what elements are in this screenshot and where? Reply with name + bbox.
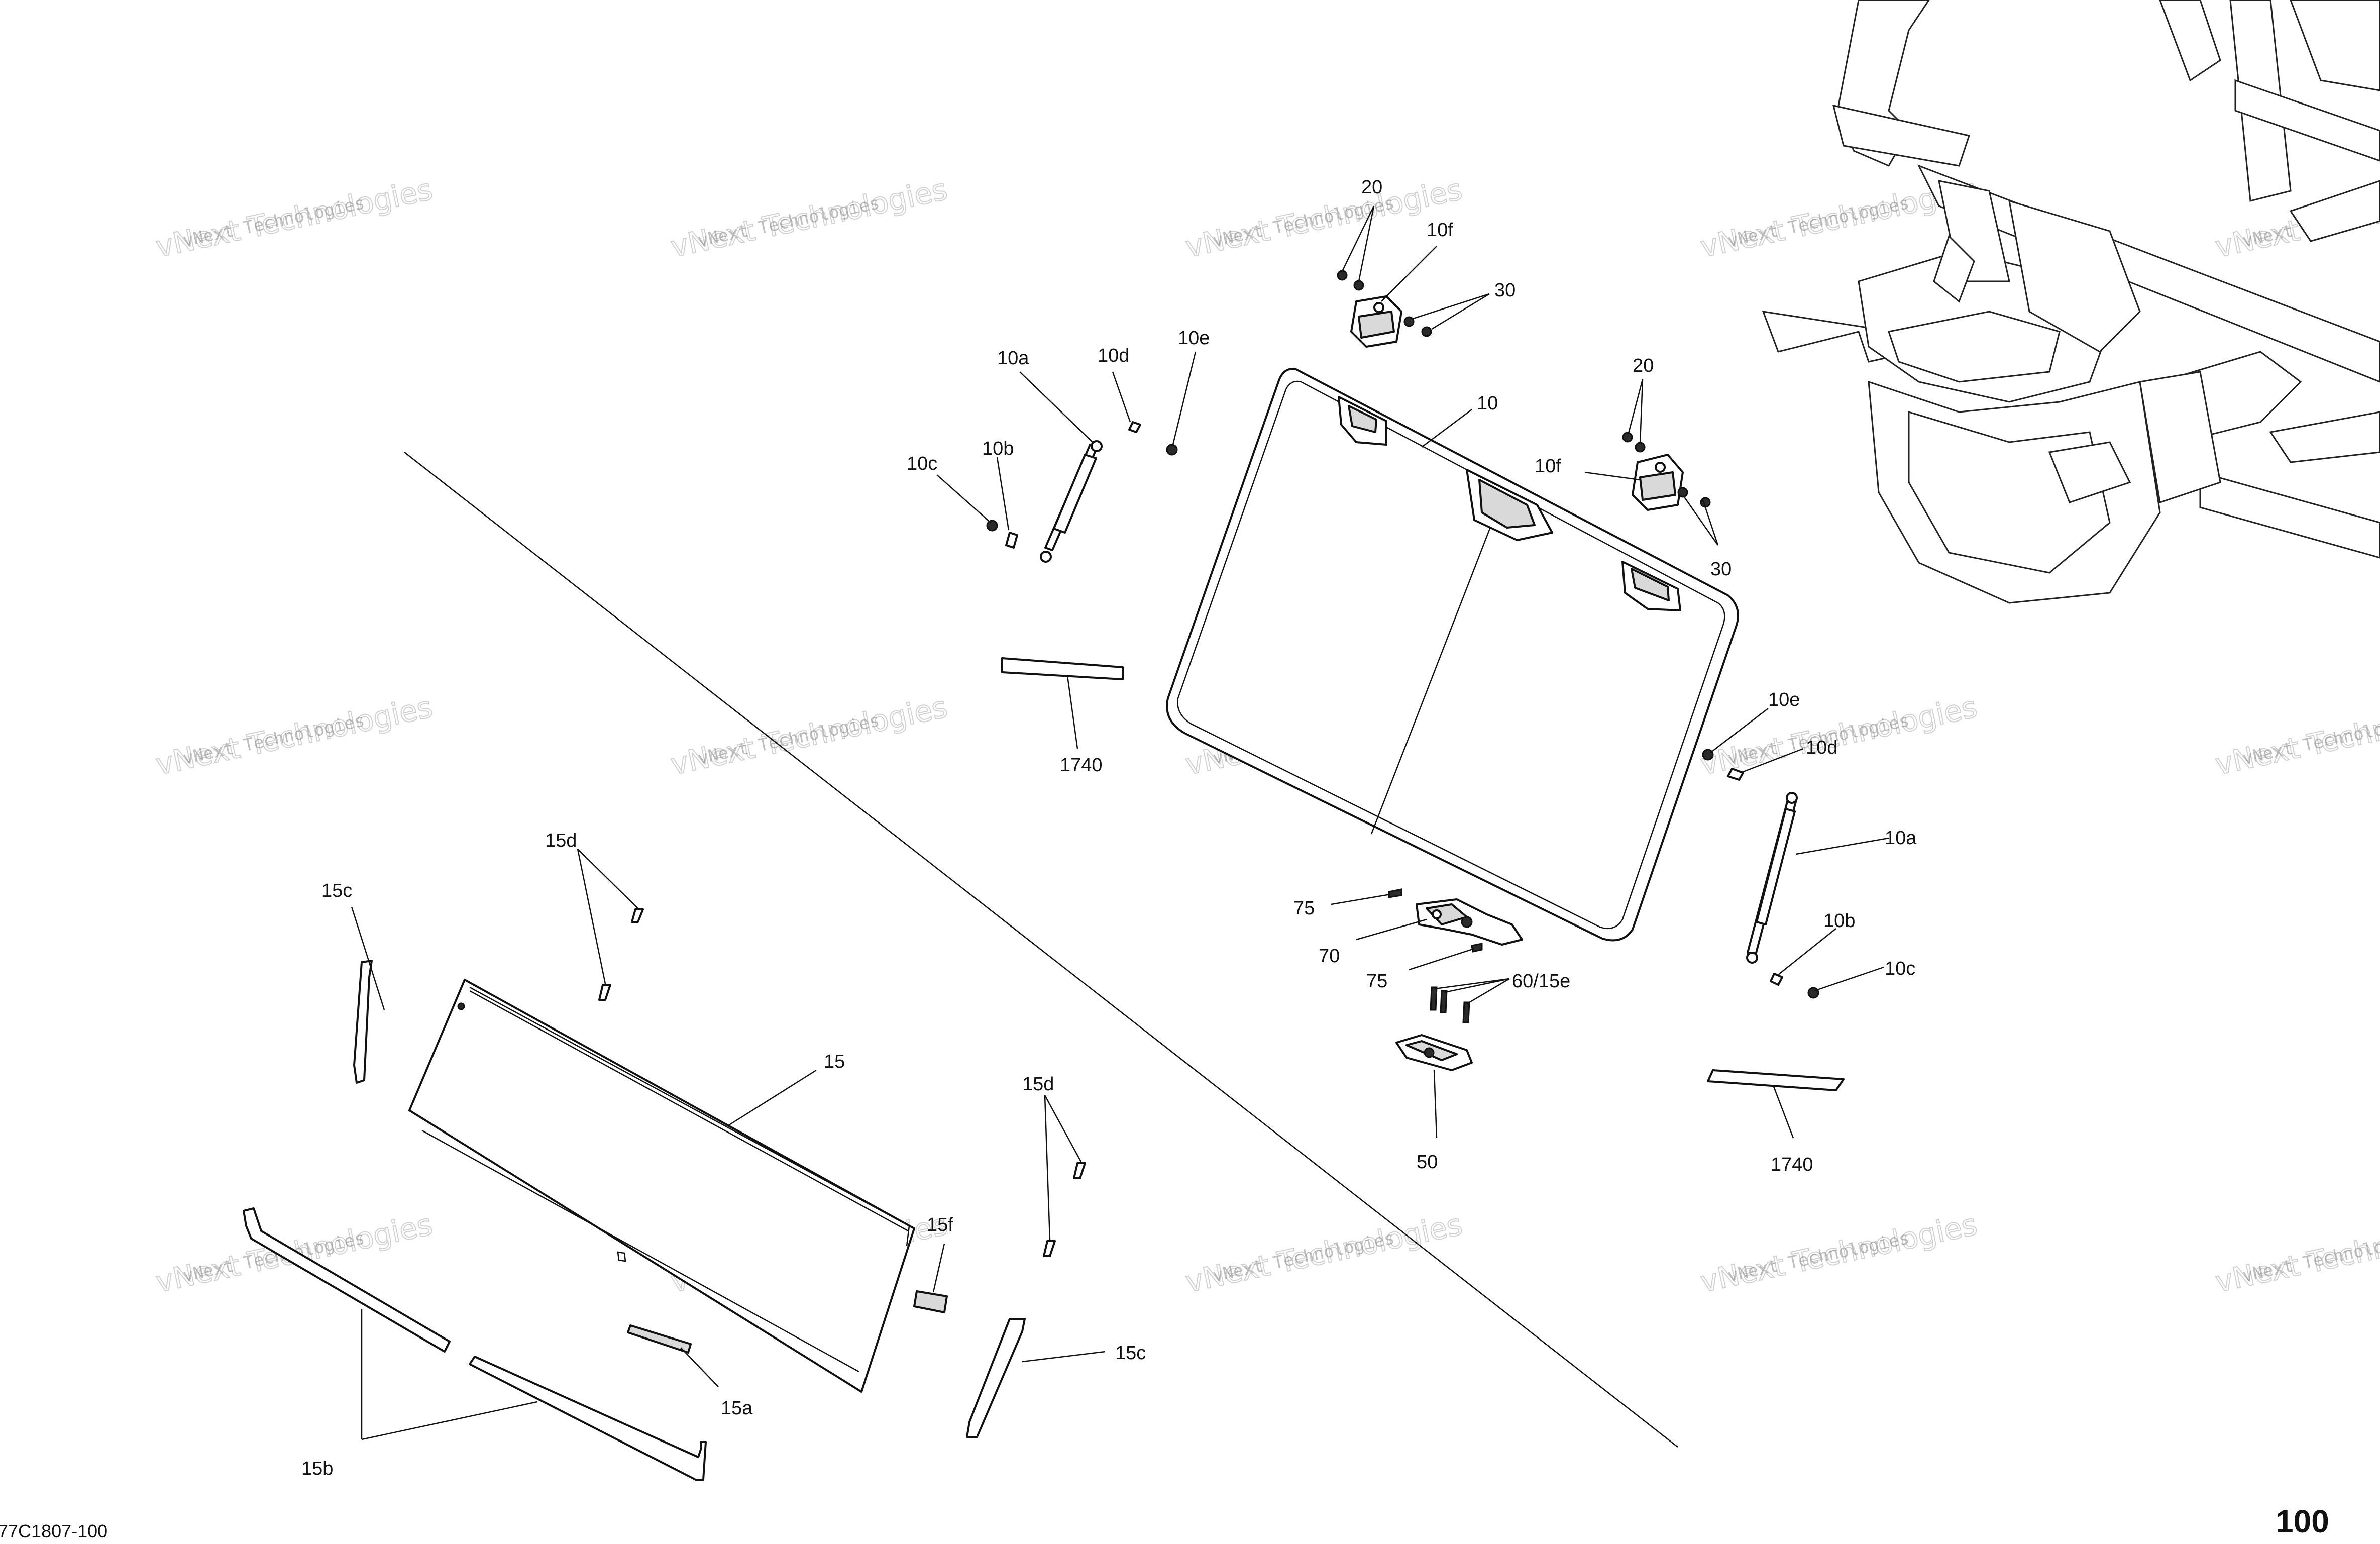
handle-grip [627, 1324, 692, 1354]
lower-window-panel [408, 979, 915, 1393]
callout-30-top: 30 [1494, 280, 1516, 301]
callout-15: 15 [824, 1051, 845, 1072]
callout-10f-right: 10f [1535, 456, 1561, 477]
nut-icon [1403, 316, 1415, 327]
callout-60-15e: 60/15e [1512, 971, 1570, 992]
screw-icon [1462, 1001, 1470, 1023]
nut-icon [1677, 487, 1688, 498]
callout-10f-top: 10f [1427, 220, 1453, 241]
bolt-icon [1635, 442, 1646, 453]
bracket-15f [913, 1290, 948, 1313]
bolt-icon [1622, 432, 1633, 443]
hinge-top [1337, 270, 1432, 348]
callout-15b: 15b [301, 1458, 333, 1479]
nut-icon [1421, 326, 1432, 337]
weather-strip-right [1707, 1069, 1845, 1091]
callout-10b-right: 10b [1823, 910, 1855, 932]
callout-10b-left: 10b [982, 438, 1014, 459]
latch-assembly [1388, 888, 1523, 1023]
screw-icon [1388, 888, 1402, 898]
seal-strip-lower [469, 1356, 707, 1481]
side-trim-right [966, 1318, 1026, 1438]
pin-icon [631, 908, 644, 923]
callout-20-right: 20 [1633, 355, 1654, 376]
callout-10a-left: 10a [997, 348, 1029, 369]
side-trim-left [353, 960, 373, 1084]
callout-labels: 20 10f 30 10a 10d 10e 10 20 10f 30 10c 1… [301, 177, 1917, 1479]
callout-10e-right: 10e [1768, 689, 1800, 710]
callout-70: 70 [1319, 946, 1340, 967]
bolt-icon [1337, 270, 1348, 281]
nut-icon [986, 520, 998, 532]
striker-assembly [1395, 1034, 1473, 1071]
callout-10d-right: 10d [1806, 737, 1837, 758]
callout-20-top: 20 [1361, 177, 1382, 198]
callout-30-right: 30 [1710, 559, 1732, 580]
callout-10c-right: 10c [1885, 958, 1915, 979]
hinge-right [1622, 432, 1711, 511]
gas-strut-left [986, 421, 1178, 563]
pin-icon [1043, 1240, 1056, 1257]
callout-15d-top: 15d [545, 830, 577, 851]
callout-1740-right: 1740 [1771, 1154, 1813, 1175]
callout-10e-left: 10e [1178, 328, 1210, 349]
callout-10c-left: 10c [907, 453, 937, 474]
callout-75-top: 75 [1293, 898, 1315, 919]
callout-10d-left: 10d [1098, 345, 1129, 366]
pin-icon [1073, 1162, 1086, 1179]
callout-75-bottom: 75 [1366, 971, 1387, 992]
bolt-icon [1353, 280, 1364, 291]
gas-strut-right [1702, 749, 1819, 999]
callout-50: 50 [1417, 1152, 1438, 1173]
callout-10a-right: 10a [1885, 828, 1917, 849]
diagram-reference-code: 77C1807-100 [0, 1521, 107, 1541]
pin-icon [598, 984, 611, 1001]
screw-icon [1430, 986, 1438, 1011]
seal-strip-upper [243, 1207, 451, 1353]
callout-15f: 15f [927, 1214, 953, 1236]
screw-icon [1471, 943, 1483, 953]
window-glass-assembly [1166, 368, 1739, 942]
vehicle-frame-illustration [1762, 0, 2380, 604]
leader-lines [351, 205, 1889, 1440]
section-divider-line [404, 452, 1678, 1448]
callout-15d-right: 15d [1022, 1074, 1054, 1095]
page-number: 100 [2276, 1503, 2329, 1539]
callout-15a: 15a [721, 1398, 753, 1419]
nut-icon [1166, 444, 1178, 456]
weather-strip-left [1001, 657, 1124, 680]
callout-15c-right: 15c [1115, 1343, 1146, 1364]
callout-1740-left: 1740 [1060, 755, 1103, 776]
callout-15c-left: 15c [321, 880, 352, 901]
screw-icon [1440, 990, 1448, 1013]
callout-10: 10 [1477, 393, 1498, 414]
